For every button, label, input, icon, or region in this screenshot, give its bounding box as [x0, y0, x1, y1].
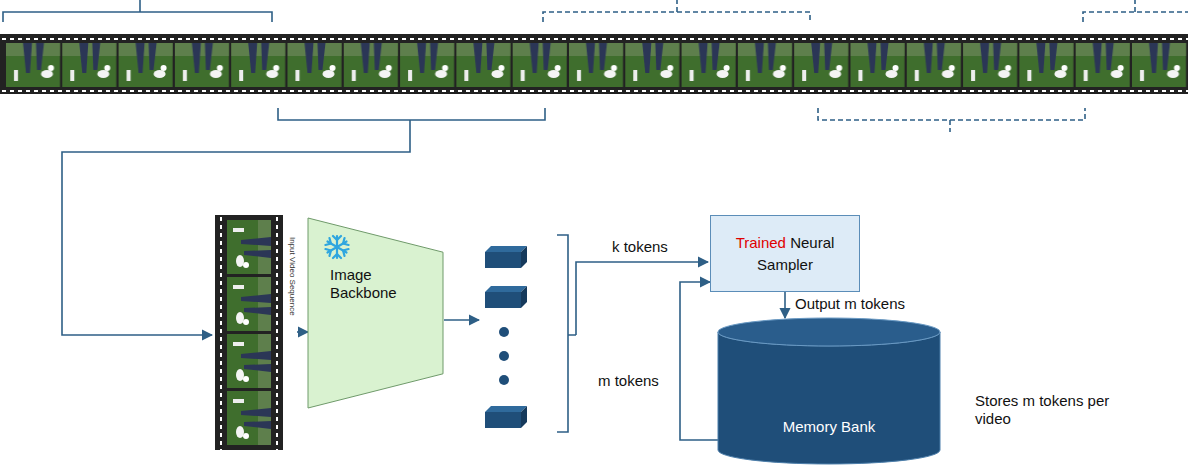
- node-text-block: Image Backbone: [330, 266, 416, 302]
- clip-bracket: [3, 0, 272, 22]
- clip-bracket: [818, 108, 1085, 132]
- snowflake-branch: [325, 238, 348, 256]
- token: [485, 246, 527, 268]
- snowflake-branch: [325, 238, 348, 256]
- node-text-block: Trained Neural Sampler: [721, 232, 849, 276]
- token: [485, 286, 527, 308]
- frame-row: [5, 43, 1188, 87]
- flow-arrow: [784, 292, 786, 318]
- sprocket-row: [0, 37, 1188, 41]
- annotation-text: k tokens: [612, 238, 668, 256]
- edge-label: m tokens: [598, 372, 659, 390]
- cylinder-body: [718, 332, 940, 464]
- video-frame: [227, 391, 271, 445]
- flow-arrow: [297, 331, 308, 333]
- highlight-word: Trained: [736, 234, 786, 251]
- node-label: Memory Bank: [726, 418, 932, 436]
- clip-bracket: [278, 108, 545, 120]
- video-frame: [227, 334, 271, 388]
- ellipsis-dot: [499, 375, 509, 385]
- cylinder-shape: [718, 318, 940, 464]
- sprocket-row: [0, 89, 1188, 93]
- node-label: Image Backbone: [330, 266, 416, 302]
- token-top: [485, 286, 527, 292]
- token-front: [485, 412, 521, 428]
- token-top: [485, 406, 527, 412]
- sprocket-column: [219, 215, 223, 450]
- backbone-trapezoid: Image Backbone: [308, 218, 443, 408]
- token-front: [485, 292, 521, 308]
- ellipsis-dot: [499, 327, 509, 337]
- token: [485, 406, 527, 428]
- sprocket-column: [275, 215, 279, 450]
- token-top: [485, 246, 527, 252]
- film-strip: [215, 215, 283, 450]
- clip-bracket: [1083, 0, 1188, 22]
- video-frame: [227, 277, 271, 331]
- token-stack: [485, 246, 527, 428]
- process-box: Trained Neural Sampler: [710, 215, 860, 292]
- snowflake-arm: [325, 238, 348, 256]
- flow-arrow: [680, 282, 718, 440]
- k-token-arrow: [576, 262, 708, 335]
- token-side: [521, 246, 527, 268]
- video-frame: [227, 220, 271, 274]
- annotation-text: Stores m tokens per video: [975, 392, 1115, 428]
- backbone-shape: [308, 218, 443, 408]
- feature-arrow: [444, 319, 479, 321]
- token-side: [521, 286, 527, 308]
- clip-bracket: [543, 0, 810, 22]
- frozen-snowflake: [325, 236, 348, 258]
- trapezoid-outline: [308, 218, 443, 408]
- edge-label: Output m tokens: [795, 295, 905, 313]
- clip-brackets: [3, 0, 1188, 335]
- token-side: [521, 406, 527, 428]
- ellipsis-dot: [499, 351, 509, 361]
- token-bracket: [557, 235, 576, 432]
- token-front: [485, 252, 521, 268]
- film-strip: [0, 34, 1188, 94]
- video-filmstrip: Input Video Sequence: [215, 215, 297, 450]
- node-label: Input Video Sequence: [287, 237, 297, 316]
- memory-cylinder: Memory Bank: [718, 318, 940, 464]
- cylinder-top: [718, 318, 940, 346]
- node-text-block: Memory Bank: [726, 418, 932, 436]
- node-text-block: Input Video Sequence: [287, 237, 297, 316]
- snowflake-arm: [325, 238, 348, 256]
